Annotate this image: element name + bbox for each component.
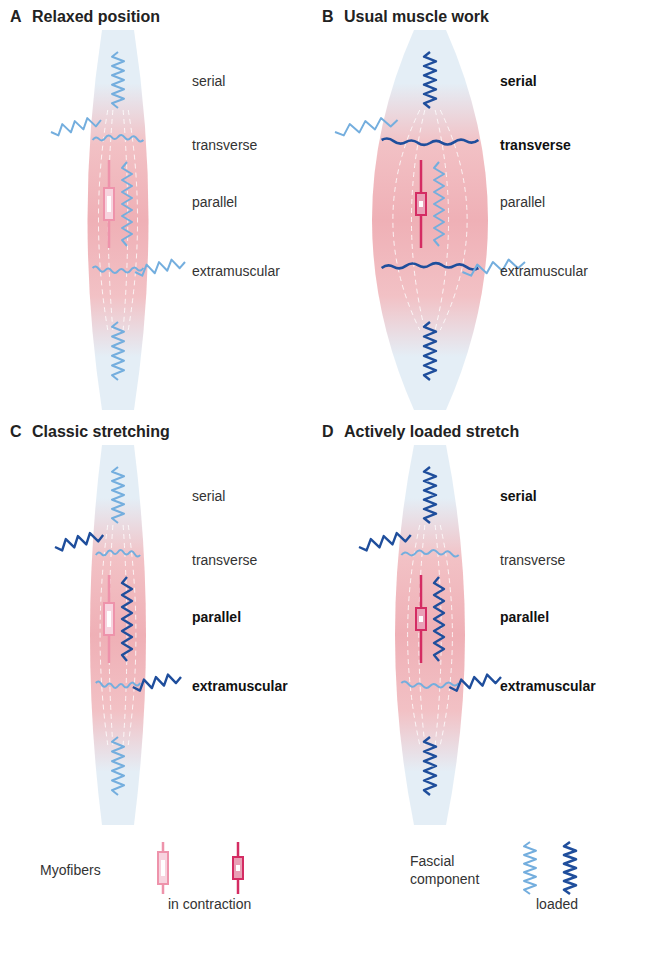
myofiber (104, 188, 114, 220)
muscle-fibre-line (408, 525, 420, 745)
fascial-spring (424, 52, 436, 108)
transverse-spring (382, 263, 479, 269)
legend-text: Myofibers (40, 862, 101, 879)
panel-letter: A (10, 8, 22, 25)
myofiber (158, 852, 168, 884)
myofiber (420, 575, 423, 663)
component-label: extramuscular (500, 263, 588, 280)
fascial-spring (122, 577, 132, 661)
legend-text: in contraction (168, 896, 251, 913)
muscle-body (372, 30, 488, 410)
fascial-spring (112, 322, 124, 380)
myofiber (233, 857, 243, 879)
fascial-spring (359, 533, 411, 550)
fascial-spring (112, 52, 124, 108)
myofiber (416, 193, 426, 215)
fascial-spring (434, 577, 444, 661)
muscle-body (88, 30, 149, 410)
component-label: transverse (192, 552, 257, 569)
panel-title: Actively loaded stretch (344, 423, 519, 440)
component-label: serial (500, 488, 537, 505)
fascial-spring (133, 675, 181, 691)
fascial-spring (55, 533, 103, 550)
transverse-spring (93, 135, 144, 141)
myofiber (107, 196, 111, 212)
myofiber (419, 201, 423, 207)
muscle-body (395, 445, 465, 825)
component-label: parallel (500, 609, 549, 626)
fascial-spring (335, 118, 398, 135)
fascial-spring (449, 675, 501, 691)
fascial-spring (112, 467, 124, 523)
component-label: parallel (500, 194, 545, 211)
myofiber (236, 865, 240, 871)
myofiber (161, 860, 165, 876)
component-label: extramuscular (192, 263, 280, 280)
legend-text: Fascial component (410, 852, 502, 888)
muscle-body (90, 445, 146, 825)
myofiber (162, 842, 165, 894)
fascial-spring (434, 162, 444, 246)
panel-title: Usual muscle work (344, 8, 489, 25)
component-label: parallel (192, 194, 237, 211)
myofiber (104, 603, 114, 635)
panel-letter: B (322, 8, 334, 25)
component-label: parallel (192, 609, 241, 626)
myofiber (108, 575, 111, 663)
myofiber (107, 611, 111, 627)
myofiber (108, 160, 111, 248)
component-label: transverse (500, 137, 571, 154)
muscle-fibre-line (419, 525, 425, 745)
fascial-spring (564, 842, 576, 894)
fascial-spring (524, 842, 536, 894)
panel-title: Relaxed position (32, 8, 160, 25)
panel-letter: C (10, 423, 22, 440)
fascial-spring (424, 467, 436, 523)
transverse-spring (401, 550, 458, 556)
component-label: extramuscular (192, 678, 288, 695)
component-label: transverse (192, 137, 257, 154)
component-label: serial (192, 488, 225, 505)
fascial-spring (135, 260, 185, 276)
component-label: transverse (500, 552, 565, 569)
component-label: serial (192, 73, 225, 90)
transverse-spring (382, 139, 479, 145)
component-label: extramuscular (500, 678, 596, 695)
myofiber (419, 616, 423, 622)
fascial-spring (122, 162, 132, 246)
panel-title: Classic stretching (32, 423, 170, 440)
panel-letter: D (322, 423, 334, 440)
component-label: serial (500, 73, 537, 90)
myofiber (237, 842, 240, 894)
fascial-spring (112, 737, 124, 795)
fascial-spring (424, 322, 436, 380)
myofiber (420, 160, 423, 248)
legend-text: loaded (536, 896, 578, 913)
transverse-spring (96, 550, 140, 556)
fascial-spring (51, 118, 101, 135)
fascial-spring (424, 737, 436, 795)
myofiber (416, 608, 426, 630)
